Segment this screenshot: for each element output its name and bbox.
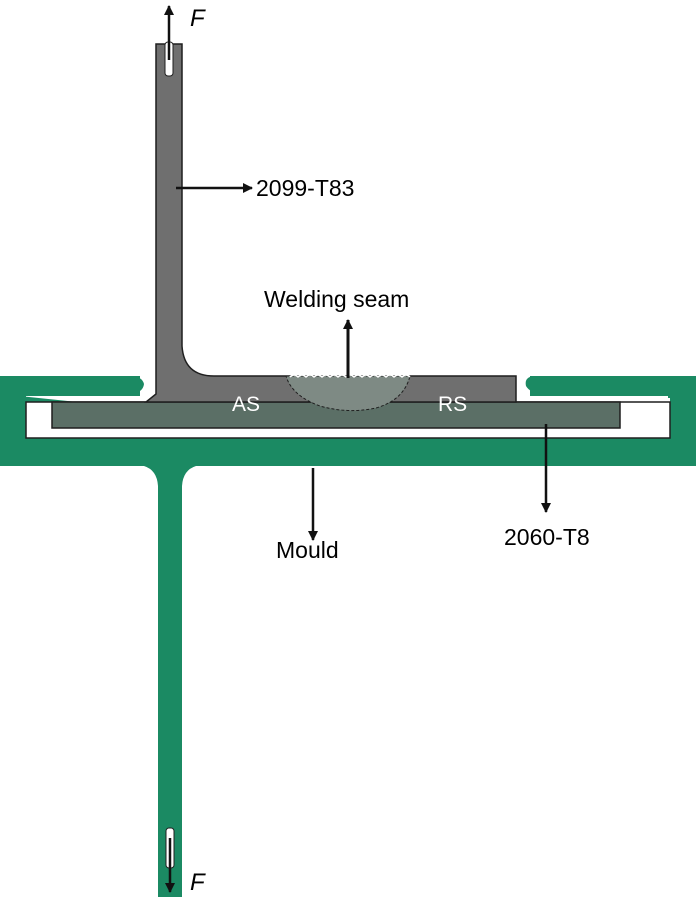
force-top-label: F xyxy=(190,5,206,32)
weld-nugget xyxy=(285,375,411,412)
mould-label: Mould xyxy=(276,537,339,563)
mould-top-left-lip xyxy=(0,376,140,396)
force-bottom-label: F xyxy=(190,869,206,896)
lower-sheet-label: 2060-T8 xyxy=(504,524,590,550)
mould-base xyxy=(0,438,696,466)
weld-label: Welding seam xyxy=(264,286,409,312)
advancing-side-label: AS xyxy=(232,393,260,416)
mould-stem xyxy=(144,466,196,897)
retreating-side-label: RS xyxy=(438,393,467,416)
upper-sheet-label: 2099-T83 xyxy=(256,175,354,201)
weld-surface-ripples xyxy=(289,374,411,378)
sheet-2099-t83 xyxy=(143,43,517,403)
mould xyxy=(0,376,696,897)
mould-top-right-lip xyxy=(530,376,696,396)
